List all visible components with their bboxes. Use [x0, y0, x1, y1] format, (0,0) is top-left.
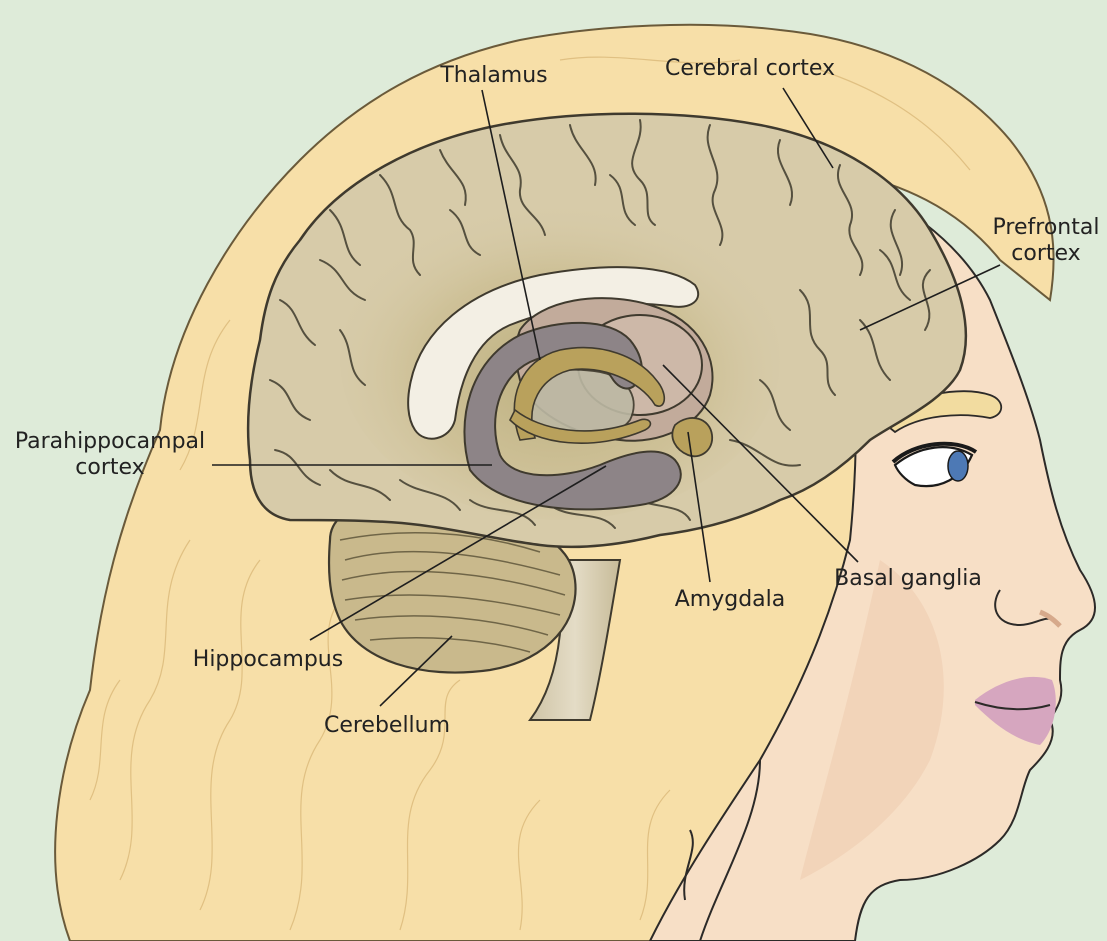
label-cerebellum: Cerebellum: [324, 713, 450, 738]
label-amygdala: Amygdala: [675, 587, 786, 612]
label-basal-ganglia: Basal ganglia: [834, 566, 982, 591]
label-prefrontal-line1: Prefrontal: [993, 215, 1100, 240]
label-parahippocampal-line1: Parahippocampal: [15, 429, 205, 454]
label-parahippocampal-line2: cortex: [75, 455, 144, 480]
iris-icon: [948, 451, 968, 481]
label-hippocampus: Hippocampus: [193, 647, 343, 672]
label-thalamus: Thalamus: [439, 63, 547, 88]
label-cerebral-cortex: Cerebral cortex: [665, 56, 835, 81]
label-prefrontal-line2: cortex: [1011, 241, 1080, 266]
